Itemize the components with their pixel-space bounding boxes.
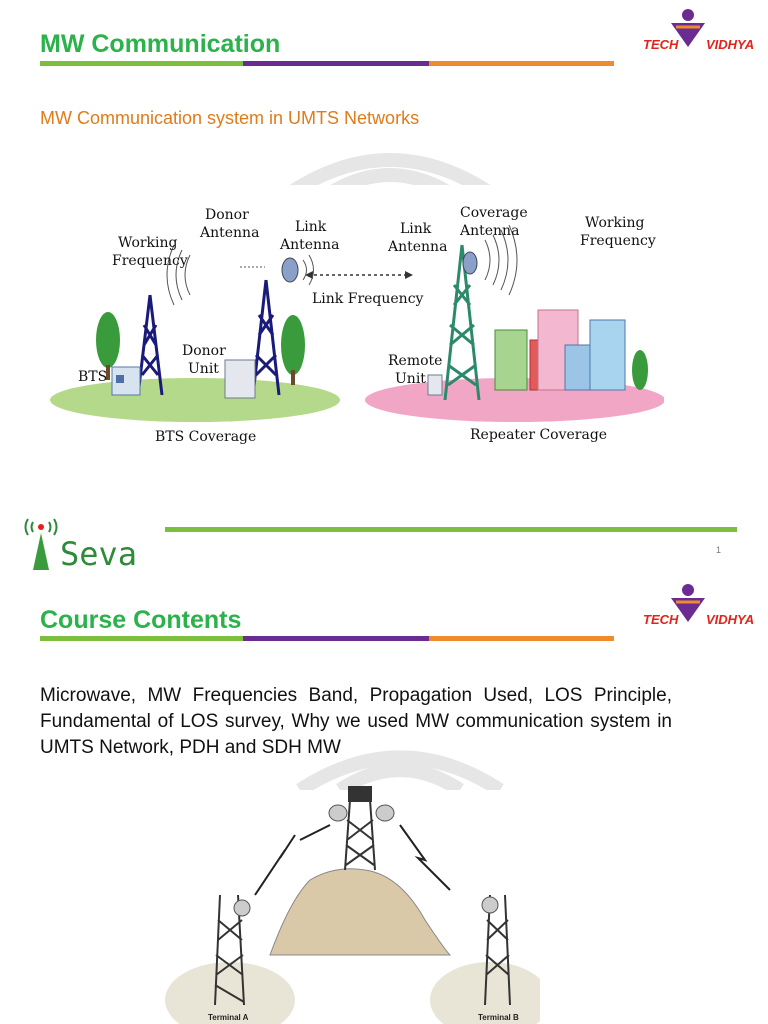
svg-text:Donor: Donor: [205, 207, 249, 223]
watermark-signal-icon: [296, 750, 504, 790]
seva-brand: Seva: [60, 535, 138, 573]
title-divider-bar: [40, 636, 614, 641]
footer-divider: [165, 527, 737, 532]
logo-text-tech: TECH: [643, 37, 679, 52]
slide-1: MW Communication TECH VIDHYA MW Communic…: [24, 9, 755, 573]
svg-text:Repeater Coverage: Repeater Coverage: [470, 427, 607, 443]
svg-text:Link: Link: [400, 221, 432, 237]
logo-text-vidhya: VIDHYA: [706, 612, 754, 627]
seva-antenna-icon: [24, 518, 58, 570]
svg-text:Remote: Remote: [388, 353, 442, 369]
techvidhya-logo: TECH VIDHYA: [643, 584, 754, 627]
terminal-a-label: Terminal A: [208, 1013, 249, 1022]
microwave-link-diagram: Terminal A Terminal B: [165, 786, 540, 1024]
svg-text:Working: Working: [585, 215, 645, 231]
svg-text:Antenna: Antenna: [387, 239, 447, 255]
terminal-b-label: Terminal B: [478, 1013, 519, 1022]
slide-title: MW Communication: [40, 30, 281, 58]
svg-text:Antenna: Antenna: [199, 225, 259, 241]
title-divider-bar: [40, 61, 614, 66]
svg-text:Link Frequency: Link Frequency: [312, 291, 424, 307]
svg-text:Unit: Unit: [395, 371, 426, 387]
svg-text:Frequency: Frequency: [580, 233, 656, 249]
logo-text-vidhya: VIDHYA: [706, 37, 754, 52]
slide-2: Course Contents TECH VIDHYA Microwave, M…: [0, 580, 768, 1024]
course-contents-text: Microwave, MW Frequencies Band, Propagat…: [40, 685, 672, 758]
techvidhya-logo: TECH VIDHYA: [643, 9, 754, 52]
svg-text:Link: Link: [295, 219, 327, 235]
slide-title: Course Contents: [40, 606, 242, 634]
svg-text:Working: Working: [118, 235, 178, 251]
logo-text-tech: TECH: [643, 612, 679, 627]
repeater-diagram: Working Frequency Donor Antenna Link Ant…: [50, 185, 664, 457]
svg-text:Antenna: Antenna: [279, 237, 339, 253]
svg-text:Frequency: Frequency: [112, 253, 188, 269]
svg-text:Unit: Unit: [188, 361, 219, 377]
svg-text:BTS Coverage: BTS Coverage: [155, 429, 256, 445]
slide-subtitle: MW Communication system in UMTS Networks: [40, 108, 420, 128]
svg-text:BTS: BTS: [78, 369, 107, 385]
svg-text:Coverage: Coverage: [460, 205, 528, 221]
page-number: 1: [716, 545, 722, 555]
svg-text:Donor: Donor: [182, 343, 226, 359]
svg-text:Antenna: Antenna: [459, 223, 519, 239]
